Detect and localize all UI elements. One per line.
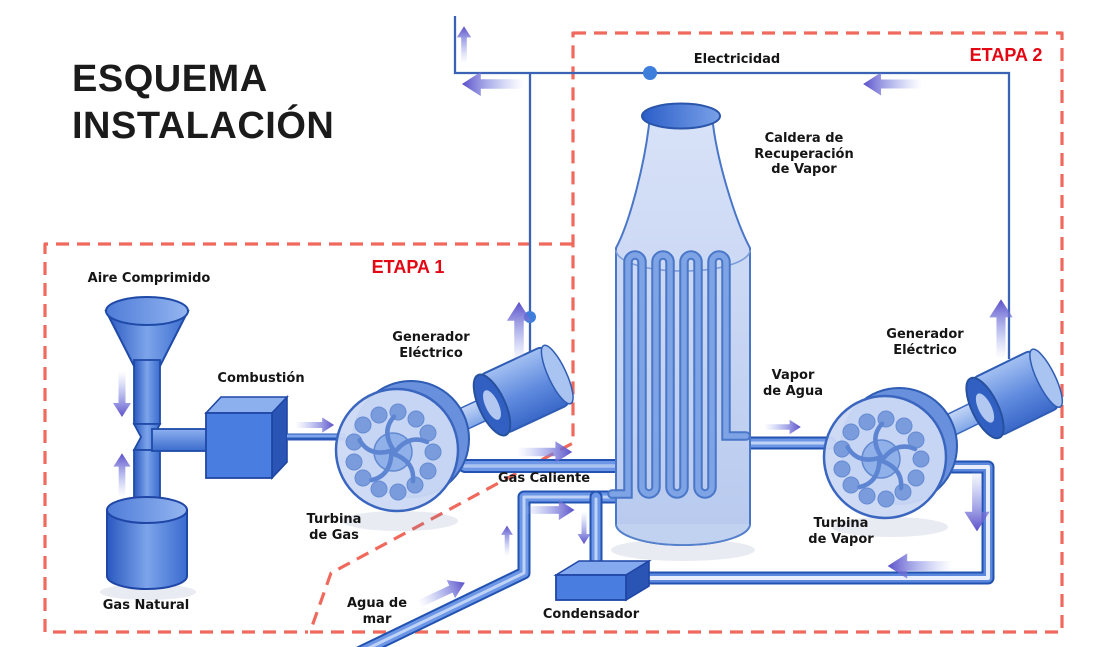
- label-gas-caliente: Gas Caliente: [497, 471, 591, 486]
- page-title-line2: INSTALACIÓN: [72, 105, 335, 147]
- junction-pipe-to-combustor: [151, 428, 209, 452]
- combustor-to-turbine-arrow: [295, 417, 335, 433]
- steam-turbine-disc: [822, 387, 958, 520]
- pipes: [355, 436, 995, 647]
- caldera-top-opening: [641, 102, 721, 130]
- etapa2-boundary: [308, 31, 1064, 634]
- page-title-line1: ESQUEMA: [72, 58, 268, 100]
- etapa1-label: ETAPA 1: [371, 257, 445, 277]
- air-down-arrow: [113, 371, 131, 417]
- caldera-vessel: [607, 102, 751, 546]
- label-caldera: Caldera de Recuperación de Vapor: [754, 131, 854, 177]
- electricity-main-line: [453, 16, 1011, 359]
- combustor-outlet-pipe: [287, 433, 345, 441]
- steam-generator: [965, 348, 1064, 440]
- label-generador-vapor: Generador Eléctrico: [886, 327, 964, 358]
- label-agua-mar: Agua de mar: [346, 596, 408, 627]
- air-intake-funnel: [104, 296, 209, 505]
- gas-turbine-disc: [334, 380, 470, 513]
- steam-exhaust-pipe: [642, 460, 995, 585]
- label-gas-natural: Gas Natural: [102, 598, 190, 613]
- label-combustion: Combustión: [217, 371, 305, 386]
- electricity-left-arrow: [461, 71, 524, 97]
- gas-pipe: [133, 449, 161, 505]
- caldera-serpentine-coil: [607, 250, 751, 499]
- funnel-opening: [105, 296, 189, 326]
- electricity-up-arrow: [456, 26, 472, 64]
- turbine-blade-ring: [833, 410, 930, 508]
- label-turbina-vapor: Turbina de Vapor: [808, 516, 874, 547]
- air-pipe: [133, 359, 161, 425]
- electricity-left-arrow-2: [863, 72, 922, 96]
- combustion-chamber: [204, 394, 345, 481]
- label-electricidad: Electricidad: [693, 52, 781, 67]
- label-generador-gas: Generador Eléctrico: [392, 330, 470, 361]
- page-title: ESQUEMA INSTALACIÓN: [72, 56, 334, 150]
- gas-up-arrow: [113, 453, 131, 497]
- seawater-feed-pipe: [355, 490, 625, 647]
- etapa2-label: ETAPA 2: [969, 45, 1043, 65]
- seawater-up-arrow: [501, 525, 513, 556]
- steam-turbine-generator: [822, 348, 1064, 520]
- electricity-node-dot: [643, 66, 657, 80]
- gas-turbine-generator: [334, 344, 574, 513]
- label-vapor-agua: Vapor de Agua: [762, 368, 824, 399]
- stage-boundaries: [43, 31, 1064, 634]
- etapa1-boundary: [43, 242, 573, 634]
- gas-generator: [472, 344, 574, 437]
- condenser-unit: [553, 559, 652, 602]
- label-condensador: Condensador: [542, 607, 640, 622]
- vapor-right-arrow: [764, 419, 801, 435]
- label-aire-comprimido: Aire Comprimido: [87, 271, 211, 286]
- shadows: [100, 511, 948, 600]
- gas-natural-tank: [106, 496, 188, 590]
- label-turbina-gas: Turbina de Gas: [306, 512, 362, 543]
- condenser-down-arrow: [577, 511, 591, 545]
